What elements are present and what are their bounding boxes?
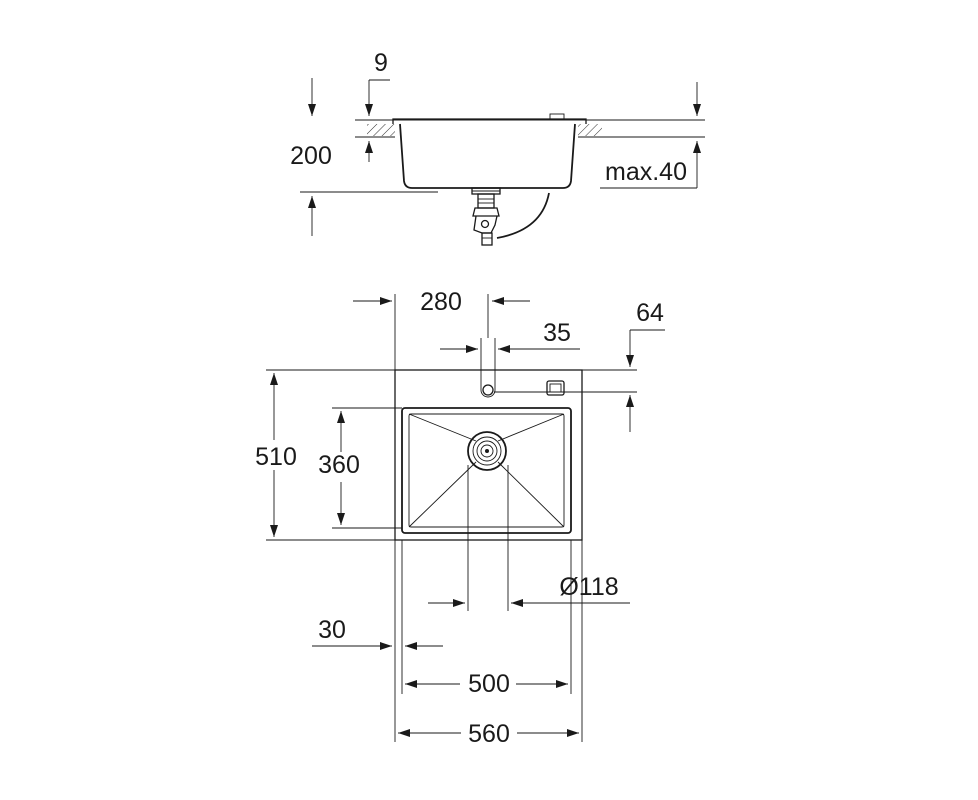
countertop-hatch-left (367, 124, 395, 136)
dim-max40-label: max.40 (605, 158, 687, 186)
dimension-9: 9 (365, 49, 390, 162)
sink-outer-frame (394, 369, 583, 541)
dimension-500: 500 (405, 668, 568, 698)
drain-top (467, 431, 507, 471)
side-view: 9 200 max.40 (290, 49, 705, 246)
dimension-64: 64 (582, 299, 665, 432)
dim-64-label: 64 (636, 299, 664, 327)
dim-30-label: 30 (318, 616, 346, 644)
dimension-280: 280 (353, 288, 530, 370)
dim-510-label: 510 (255, 443, 297, 471)
tap-hole (480, 338, 496, 398)
countertop-hatch-right (578, 124, 602, 136)
dimension-360: 360 (316, 411, 366, 525)
dim-200-label: 200 (290, 142, 332, 170)
dim-360-label: 360 (318, 451, 360, 479)
dim-9-label: 9 (374, 49, 388, 77)
dimension-560: 560 (398, 717, 579, 748)
dimension-118: Ø118 (428, 573, 630, 607)
dimension-510: 510 (250, 373, 298, 537)
dim-280-label: 280 (420, 288, 462, 316)
dimension-max40: max.40 (600, 82, 701, 189)
dim-500-label: 500 (468, 670, 510, 698)
sink-bowl-side (399, 123, 576, 189)
sink-rim (392, 118, 587, 124)
dim-35-label: 35 (543, 319, 571, 347)
dimension-30: 30 (312, 616, 443, 650)
faucet-hole-mark (549, 113, 565, 120)
drain-assembly (471, 187, 550, 246)
dimension-35: 35 (440, 319, 580, 353)
top-view: 280 35 64 510 360 (250, 288, 665, 748)
sink-basin-outer (401, 407, 572, 534)
overflow-button (546, 380, 565, 396)
dim-560-label: 560 (468, 720, 510, 748)
sink-basin-inner (408, 413, 565, 528)
dimension-200: 200 (290, 78, 438, 236)
dim-118-label: Ø118 (559, 573, 618, 601)
